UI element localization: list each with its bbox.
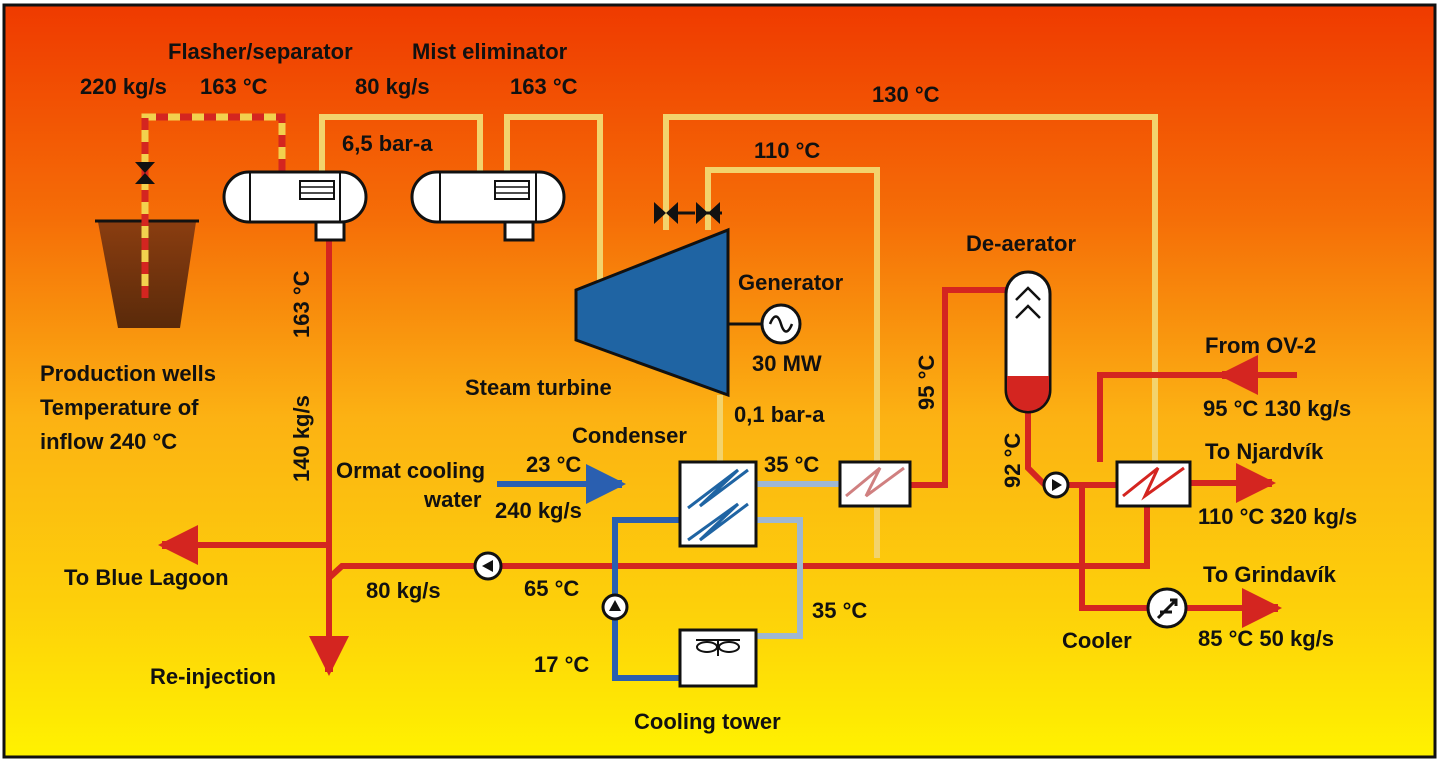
turbine-control-valve-icon [654, 202, 722, 224]
label-temp-92-vertical: 92 °C [1000, 433, 1025, 488]
label-flow-80-steam: 80 kg/s [355, 74, 430, 99]
label-temp-35-condenser: 35 °C [764, 452, 819, 477]
label-pressure-6-5: 6,5 bar-a [342, 131, 433, 156]
label-temp-23: 23 °C [526, 452, 581, 477]
label-from-ov2: From OV-2 [1205, 333, 1316, 358]
de-aerator [1004, 270, 1052, 414]
label-water: water [423, 487, 482, 512]
label-flow-240: 240 kg/s [495, 498, 582, 523]
label-pressure-0-1: 0,1 bar-a [734, 402, 825, 427]
label-to-grindavik: To Grindavík [1203, 562, 1337, 587]
label-steam-turbine: Steam turbine [465, 375, 612, 400]
label-temp-35-cooling: 35 °C [812, 598, 867, 623]
label-to-njardvik: To Njardvík [1205, 439, 1324, 464]
label-temperature-of: Temperature of [40, 395, 199, 420]
steam-pipes [319, 114, 1158, 558]
label-power: 30 MW [752, 351, 822, 376]
cooler-icon [1146, 587, 1188, 629]
label-njardvik-values: 110 °C 320 kg/s [1198, 504, 1357, 529]
label-grindavik-values: 85 °C 50 kg/s [1198, 626, 1334, 651]
label-cooler: Cooler [1062, 628, 1132, 653]
condenser [678, 460, 758, 548]
label-flow-80-brine: 80 kg/s [366, 578, 441, 603]
label-temp-110-steam: 110 °C [754, 138, 820, 163]
label-ormat-cooling: Ormat cooling [336, 458, 485, 483]
label-temp-95-vertical: 95 °C [914, 355, 939, 410]
label-to-blue-lagoon: To Blue Lagoon [64, 565, 229, 590]
label-flow-140-vertical: 140 kg/s [289, 395, 314, 482]
label-temp-65: 65 °C [524, 576, 579, 601]
label-inflow-240: inflow 240 °C [40, 429, 177, 454]
well-valve-icon [135, 162, 155, 184]
heat-exchanger-1 [838, 460, 912, 508]
label-temp-130: 130 °C [872, 82, 940, 107]
label-de-aerator: De-aerator [966, 231, 1076, 256]
label-generator: Generator [738, 270, 844, 295]
label-condenser: Condenser [572, 423, 687, 448]
label-temp-17: 17 °C [534, 652, 589, 677]
cooling-tower [678, 628, 758, 688]
label-flow-220: 220 kg/s [80, 74, 167, 99]
generator-icon [760, 303, 802, 345]
labels: Flasher/separator Mist eliminator 220 kg… [40, 39, 1357, 734]
heat-exchanger-2 [1115, 460, 1192, 508]
two-phase-pipe-dash [141, 113, 286, 298]
pump-icon-deaerator [1042, 471, 1070, 499]
label-temp-163-vertical: 163 °C [289, 270, 314, 338]
label-flasher-separator: Flasher/separator [168, 39, 353, 64]
flasher-separator [222, 170, 368, 242]
mist-eliminator [410, 170, 566, 242]
steam-turbine [574, 227, 730, 398]
label-production-wells: Production wells [40, 361, 216, 386]
pump-icon-cooling [601, 593, 629, 621]
label-re-injection: Re-injection [150, 664, 276, 689]
label-temp-163-mist: 163 °C [510, 74, 578, 99]
pump-icon-brine [473, 551, 503, 581]
label-ov2-values: 95 °C 130 kg/s [1203, 396, 1351, 421]
label-cooling-tower: Cooling tower [634, 709, 781, 734]
label-temp-163-flasher: 163 °C [200, 74, 268, 99]
label-mist-eliminator: Mist eliminator [412, 39, 568, 64]
